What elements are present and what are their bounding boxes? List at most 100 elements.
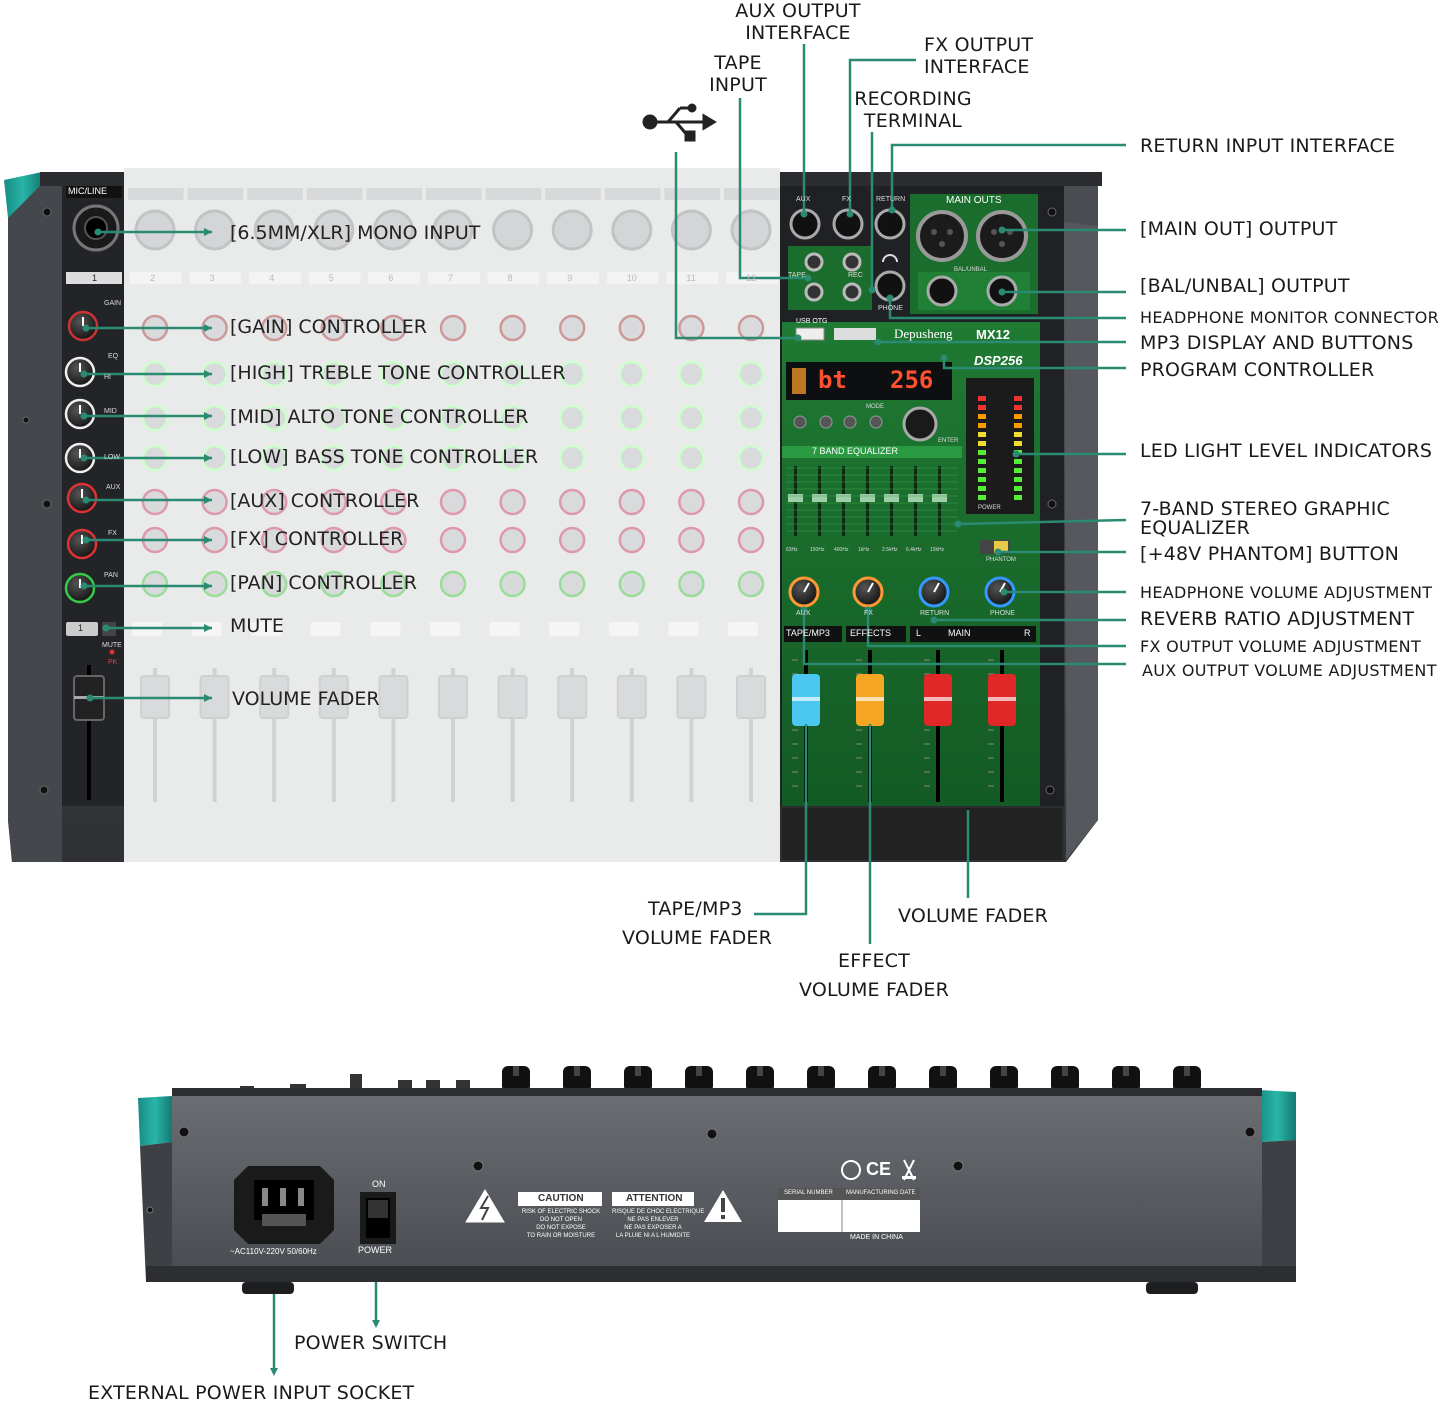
leader-dot (794, 334, 802, 342)
label-main-volume-fader: VOLUME FADER (898, 905, 1049, 927)
faded-knob (260, 526, 288, 554)
faded-knob (320, 360, 348, 388)
faded-fader-track (331, 668, 336, 802)
main-outs-label: MAIN OUTS (946, 195, 1002, 206)
main-out-xlr-left-icon (916, 210, 968, 262)
leader-dot (864, 606, 872, 614)
attention-line: LA PLUIE NI A L HUMIDITE (615, 1233, 691, 1239)
faded-fader-track (689, 668, 694, 802)
faded-knob (558, 360, 586, 388)
leader-dot (846, 210, 854, 218)
faded-strip-header (306, 188, 363, 200)
attention-line: NE PAS EXPOSER A (624, 1225, 682, 1231)
faded-knob (558, 314, 586, 342)
faded-knob (201, 570, 228, 598)
faded-number-bar (606, 272, 659, 284)
rear-knob-top (502, 1066, 530, 1092)
attention-title: ATTENTION (626, 1193, 683, 1204)
leader-dot (954, 520, 962, 528)
rear-knob-marker (1184, 1066, 1190, 1076)
faded-knob (499, 314, 526, 342)
leader-arrowhead (372, 1320, 380, 1328)
rear-knob-marker (757, 1066, 763, 1076)
label-line: INPUT (709, 74, 767, 96)
mute-label: MUTE (102, 642, 122, 649)
faded-strip-header (724, 188, 780, 200)
leader-dot (80, 412, 88, 420)
rear-knob-top (990, 1066, 1018, 1092)
rear-knob-top (1173, 1066, 1201, 1092)
eq-section-label: 7 BAND EQUALIZER (812, 446, 899, 456)
faded-fader-cap (676, 675, 707, 719)
leader-dot (80, 582, 88, 590)
leader-dot (82, 536, 90, 544)
faded-fader-cap (438, 675, 468, 719)
rear-knob-top (929, 1066, 957, 1092)
faded-mute-button (310, 622, 341, 636)
faded-xlr-jack-icon (432, 209, 474, 251)
eq-slider-cap (788, 494, 803, 502)
leader-line (848, 58, 916, 214)
fader-main-r-label: R (1024, 628, 1031, 638)
label-power-switch: POWER SWITCH (294, 1332, 448, 1354)
leader-dot (804, 274, 812, 282)
faded-knob (618, 526, 646, 554)
faded-knob (141, 570, 169, 598)
leader-arrowhead (204, 624, 212, 632)
led-segment (1014, 414, 1022, 419)
faded-fader-cap (378, 675, 409, 719)
phantom-label: PHANTOM (986, 557, 1016, 563)
faded-knob (320, 404, 348, 432)
leader-line (754, 724, 808, 916)
rear-knob-top (624, 1066, 652, 1092)
faded-fader-cap (616, 675, 647, 719)
dsp-label: DSP256 (974, 353, 1023, 368)
label-phantom: [+48V PHANTOM] BUTTON (1140, 543, 1400, 565)
label-tape-input: TAPE INPUT (700, 54, 776, 95)
faded-xlr-jack-icon (492, 209, 534, 251)
led-segment (978, 405, 986, 410)
mic-line-label: MIC/LINE (68, 186, 108, 196)
jack-return-label: RETURN (876, 196, 906, 203)
led-segment (1014, 495, 1022, 500)
faded-fader-cap (497, 675, 528, 719)
faded-fader-cap (557, 675, 588, 719)
led-segment (978, 432, 986, 437)
faded-knob (558, 526, 586, 554)
eq-frequency-label: 1kHz (858, 547, 870, 553)
faded-knob (380, 314, 407, 342)
rear-knob-marker (940, 1066, 946, 1076)
faded-knob (558, 570, 586, 598)
aux-label: AUX (106, 484, 121, 491)
pk-label: PK (108, 659, 118, 666)
leader-dot (874, 338, 882, 346)
faded-strip-header (604, 188, 661, 200)
faded-knob (380, 526, 407, 554)
label-tape-mp3-fader-2: VOLUME FADER (622, 927, 773, 949)
manufacturing-date-label: MANUFACTURING DATE (846, 1190, 916, 1196)
fader-effects-label: EFFECTS (850, 628, 892, 638)
faded-knob (380, 488, 407, 516)
faded-knob (439, 570, 467, 598)
faded-knob (260, 444, 288, 472)
faded-knob (678, 570, 705, 598)
eq-frequency-label: 6.4kHz (906, 547, 922, 553)
leader-dot (86, 694, 94, 702)
leader-arrowhead (204, 536, 212, 544)
display-bt: bt (818, 366, 847, 394)
leader-dot (800, 606, 808, 614)
faded-mute-button (370, 622, 401, 636)
faded-channel-number: 9 (567, 273, 573, 283)
leader-dot (1012, 450, 1020, 458)
leader-arrowhead (204, 324, 212, 332)
faded-channel-number: 5 (328, 273, 334, 283)
graphic-equalizer (786, 466, 958, 536)
mode-label: MODE (866, 404, 884, 410)
faded-fader-track (272, 668, 277, 802)
label-volume-fader: VOLUME FADER (232, 688, 380, 710)
leader-dot (94, 228, 102, 236)
leader-line (890, 143, 1126, 210)
faded-number-bar (130, 272, 182, 284)
faded-knob (737, 526, 765, 554)
low-label: LOW (104, 454, 120, 461)
